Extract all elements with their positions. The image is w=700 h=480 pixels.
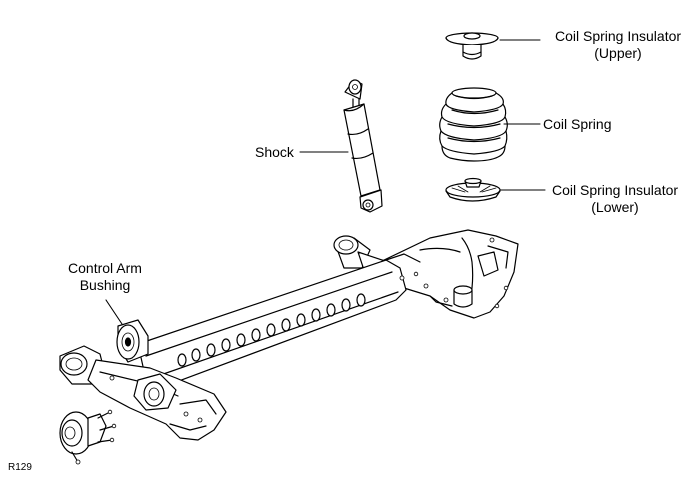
- control-arm-bushing-part: [116, 319, 149, 363]
- label-line: Coil Spring Insulator: [554, 28, 682, 44]
- label-line: Control Arm: [68, 260, 142, 276]
- figure-id: R129: [8, 462, 32, 473]
- lower-spring-insulator-part: [445, 177, 501, 202]
- right-trailing-arm-bracket: [379, 229, 519, 319]
- coil-spring-part: [439, 87, 508, 162]
- label-line: Bushing: [79, 277, 131, 293]
- label-line: (Lower): [591, 199, 639, 215]
- upper-spring-insulator-part: [445, 32, 499, 60]
- leader-control-arm-bushing: [105, 299, 123, 325]
- label-line: Coil Spring Insulator: [551, 182, 679, 198]
- label-shock: Shock: [255, 144, 294, 160]
- shock-absorber-part: [343, 79, 383, 213]
- label-line: (Upper): [594, 45, 642, 61]
- label-coil-spring-insulator-lower: Coil Spring Insulator (Lower): [545, 182, 685, 216]
- label-control-arm-bushing: Control Arm Bushing: [60, 260, 150, 294]
- wheel-hub-part: [59, 409, 117, 465]
- left-trailing-arm: [59, 345, 227, 441]
- axle-beam: [137, 253, 421, 389]
- label-coil-spring-insulator-upper: Coil Spring Insulator (Upper): [540, 28, 696, 62]
- label-coil-spring: Coil Spring: [543, 116, 612, 132]
